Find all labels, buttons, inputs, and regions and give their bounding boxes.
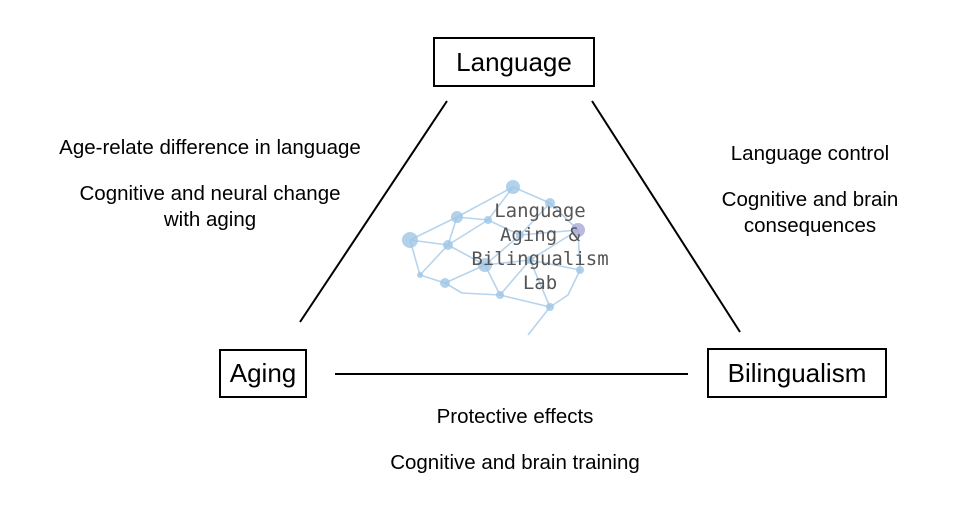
logo-line-4: Lab [522,272,558,294]
edge-language-bilingualism [591,100,741,333]
edge-label-language-bilingualism-1: Language control [730,142,890,165]
edge-label-language-bilingualism-2: Cognitive and brain consequences [721,188,899,237]
brain-network-logo-icon [402,180,585,336]
logo-line-3: Bilingualism [471,248,609,270]
edge-label-language-aging-2: Cognitive and neural change with aging [79,182,341,231]
edge-label-aging-bilingualism-1: Protective effects [436,405,594,428]
edge-label-language-aging-1: Age-relate difference in language [59,136,361,159]
node-language: Language [433,37,595,87]
logo-wordmark: Language Aging & Bilingualism Lab [460,199,620,295]
edge-language-aging [299,100,448,323]
logo-line-1: Language [494,200,586,222]
node-aging: Aging [219,349,307,398]
node-bilingualism: Bilingualism [707,348,887,398]
edge-label-aging-bilingualism-2: Cognitive and brain training [390,451,640,474]
logo-line-2: Aging & [499,224,581,246]
